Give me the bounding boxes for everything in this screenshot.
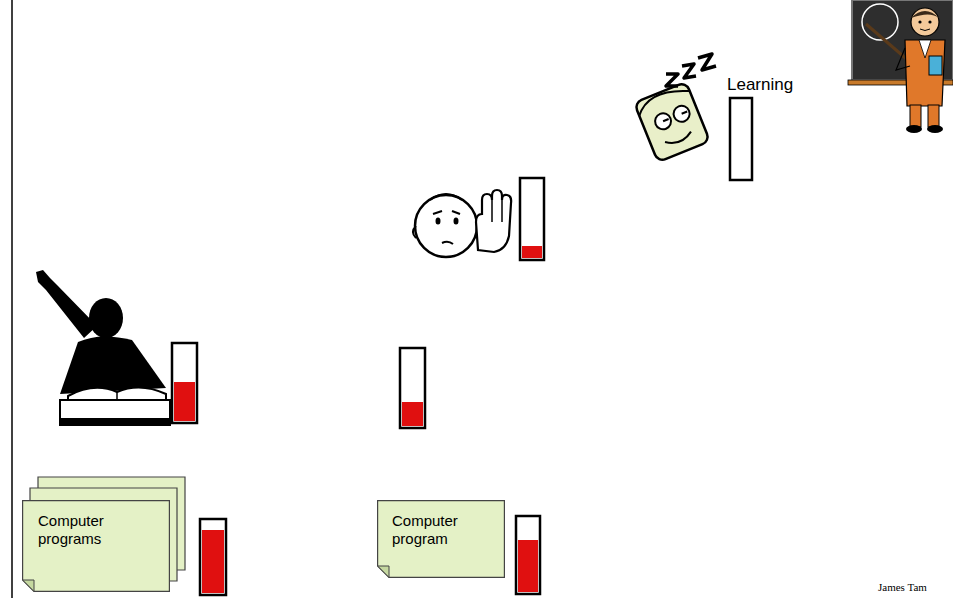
note-fold <box>23 580 34 591</box>
note-text: Computer programs <box>38 512 154 548</box>
note-body <box>23 501 170 592</box>
author-name: James Tam <box>878 581 927 593</box>
learning-bar <box>172 343 197 423</box>
note-text: Computer program <box>392 512 490 548</box>
note-sheet: Computer program <box>377 500 505 578</box>
sleeping-student-clipart <box>634 54 716 162</box>
learning-bar <box>520 178 544 260</box>
frame-line <box>11 0 13 598</box>
bar-label: Learning <box>727 75 793 95</box>
note-body <box>378 501 505 578</box>
teacher-clipart <box>848 0 953 133</box>
learning-bar <box>516 516 540 594</box>
learning-bar <box>400 348 425 428</box>
note-sheet: Computer programs <box>22 500 170 592</box>
note-fold <box>378 566 389 577</box>
learning-bar <box>200 519 226 595</box>
confused-student-clipart <box>413 190 511 257</box>
raised-hand-student-clipart <box>36 270 170 425</box>
learning-bar <box>730 98 752 180</box>
